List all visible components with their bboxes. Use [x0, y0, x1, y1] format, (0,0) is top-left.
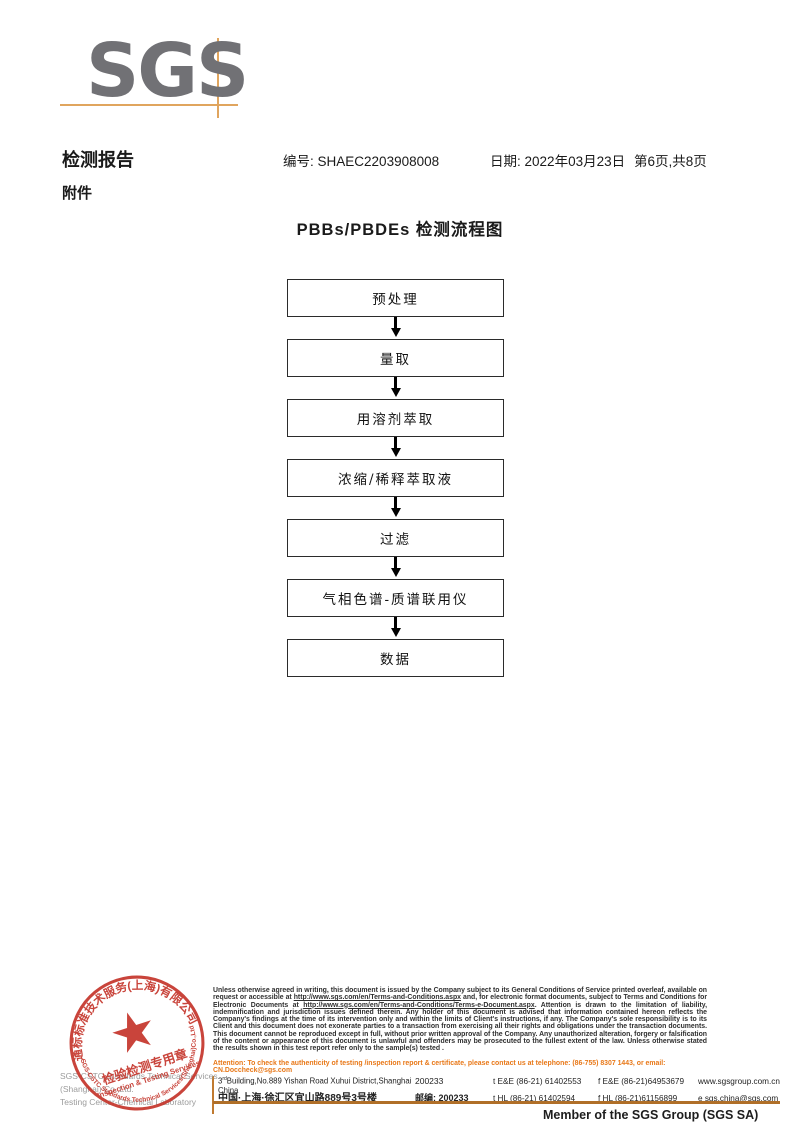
tel-ee: t E&E (86-21) 61402553	[493, 1077, 582, 1086]
flow-step-data: 数据	[287, 639, 504, 677]
address-block: 3rdBuilding,No.889 Yishan Road Xuhui Dis…	[218, 1076, 780, 1104]
arrow-down-icon	[287, 557, 504, 579]
report-number-label: 编号:	[283, 154, 314, 169]
report-title: 检测报告	[62, 150, 134, 171]
report-number-value: SHAEC2203908008	[317, 154, 440, 169]
flow-step-concentrate-dilute: 浓缩/稀释萃取液	[287, 459, 504, 497]
sgs-logo-text: SGS	[86, 28, 249, 114]
postcode: 200233	[415, 1076, 444, 1086]
flow-step-gcms: 气相色谱-质谱联用仪	[287, 579, 504, 617]
attachment-label: 附件	[62, 185, 93, 202]
flow-step-filter: 过滤	[287, 519, 504, 557]
flow-step-solvent-extraction: 用溶剂萃取	[287, 399, 504, 437]
stamp-circle	[69, 975, 205, 1111]
footer-rule	[213, 1101, 780, 1104]
sgs-member-note: Member of the SGS Group (SGS SA)	[543, 1108, 759, 1122]
address-row-cn: 中国·上海·徐汇区宜山路889号3号楼 邮编: 200233 t HL (86-…	[218, 1089, 780, 1104]
arrow-down-icon	[287, 617, 504, 639]
report-date-value: 2022年03月23日	[524, 154, 626, 169]
arrow-down-icon	[287, 437, 504, 459]
logo-horizontal-line	[60, 104, 238, 106]
report-date: 日期: 2022年03月23日	[490, 150, 625, 170]
flowchart-title: PBBs/PBDEs 检测流程图	[296, 221, 504, 239]
legal-text-1: Unless otherwise agreed in writing, this…	[213, 987, 707, 1002]
arrow-down-icon	[287, 497, 504, 519]
arrow-down-icon	[287, 377, 504, 399]
company-lab-name: Testing Center-Chemical Laboratory	[60, 1097, 197, 1107]
fax-ee: f E&E (86-21)64953679	[598, 1077, 685, 1086]
page-indicator: 第6页,共8页	[634, 154, 707, 169]
company-name-en: SGS-CSTC Standards Technical Services (S…	[60, 1071, 218, 1094]
flowchart: 预处理 量取 用溶剂萃取 浓缩/稀释萃取液 过滤 气相色谱-质谱联用仪 数据	[287, 279, 504, 677]
inspection-stamp: 通标标准技术服务(上海)有限公司 ★ 检验检测专用章 Inspection & …	[48, 954, 214, 1124]
report-number: 编号: SHAEC2203908008	[283, 150, 439, 170]
email-link[interactable]: e sgs.china@sgs.com	[698, 1094, 779, 1103]
tel-hl: t HL (86-21) 61402594	[493, 1094, 576, 1103]
report-date-label: 日期:	[490, 154, 521, 169]
doccheck-email-link[interactable]: CN.Doccheck@sgs.com	[213, 1067, 293, 1075]
legal-text-2: and, for electronic format documents, su…	[213, 994, 708, 1009]
sgs-logo: SGS	[60, 28, 260, 133]
footer-vertical-line	[212, 1076, 214, 1114]
terms-link[interactable]: http://www.sgs.com/en/Terms-and-Conditio…	[293, 994, 462, 1002]
postcode-cn: 邮编: 200233	[415, 1093, 469, 1103]
legal-text-3: . Attention is drawn to the limitation o…	[213, 1001, 707, 1053]
attention-notice: Attention: To check the authenticity of …	[213, 1060, 707, 1075]
company-name-lines: SGS-CSTC Standards Technical Services (S…	[60, 1070, 230, 1109]
fax-hl: f HL (86-21)61156899	[598, 1094, 678, 1103]
flow-step-measure: 量取	[287, 339, 504, 377]
address-row-en: 3rdBuilding,No.889 Yishan Road Xuhui Dis…	[218, 1076, 780, 1095]
report-header: 检测报告 编号: SHAEC2203908008 日期: 2022年03月23日…	[62, 146, 762, 171]
terms-e-document-link[interactable]: http://www.sgs.com/en/Terms-and-Conditio…	[303, 1001, 535, 1009]
address-cn: 中国·上海·徐汇区宜山路889号3号楼	[218, 1093, 377, 1104]
flow-step-pretreatment: 预处理	[287, 279, 504, 317]
address-en: 3rdBuilding,No.889 Yishan Road Xuhui Dis…	[218, 1076, 412, 1095]
website-link[interactable]: www.sgsgroup.com.cn	[698, 1077, 780, 1086]
logo-vertical-line	[217, 38, 219, 118]
legal-disclaimer: Unless otherwise agreed in writing, this…	[213, 987, 707, 1053]
attention-text: Attention: To check the authenticity of …	[213, 1060, 666, 1067]
arrow-down-icon	[287, 317, 504, 339]
